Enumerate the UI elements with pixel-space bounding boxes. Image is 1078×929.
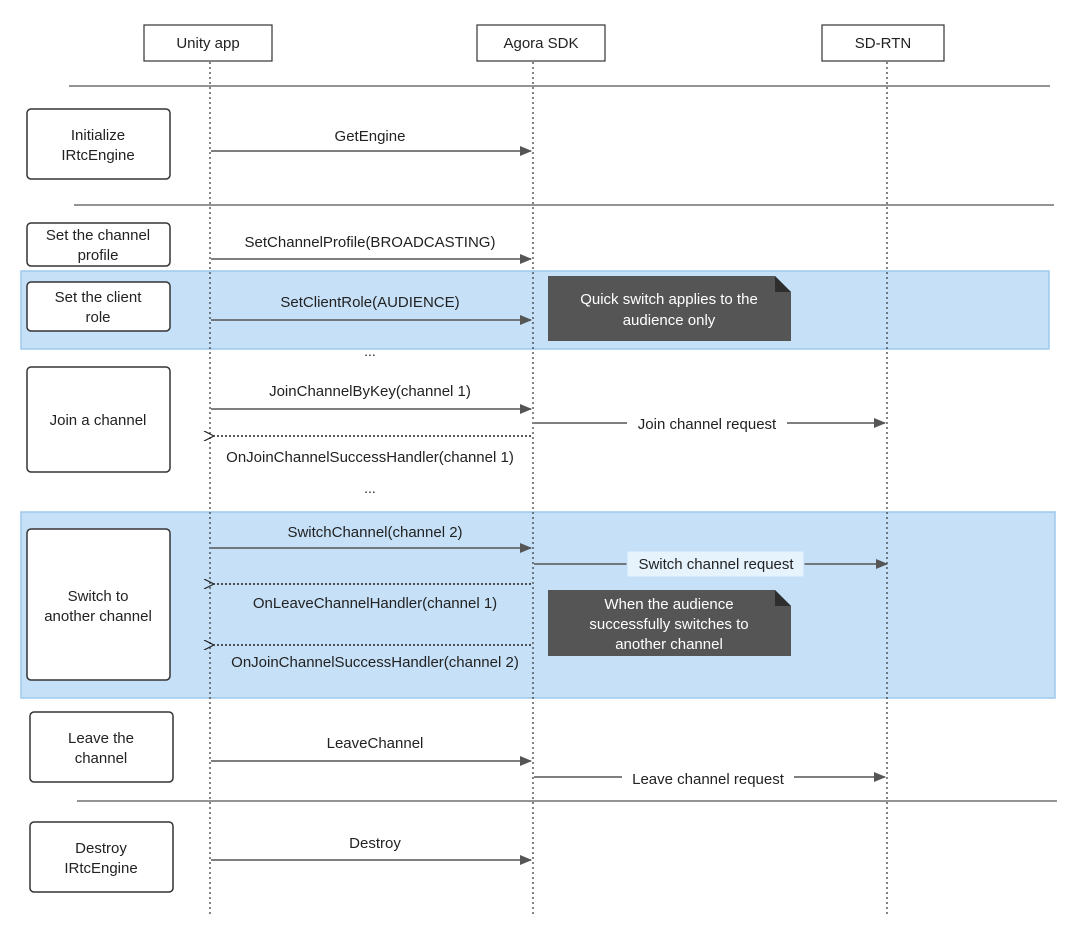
step-destroy: Destroy IRtcEngine <box>29 821 174 893</box>
message-label-join-channel-by-key: JoinChannelByKey(channel 1) <box>269 383 471 400</box>
note-text: successfully switches to <box>589 616 748 633</box>
message-label-switch-request: Switch channel request <box>638 556 794 573</box>
note-text: When the audience <box>604 596 733 613</box>
step-label: Switch to <box>68 588 129 605</box>
message-label-get-engine: GetEngine <box>335 128 406 145</box>
message-label-destroy: Destroy <box>349 835 401 852</box>
ellipsis-text: ... <box>364 480 376 496</box>
participant-label: SD-RTN <box>855 35 911 52</box>
step-join-channel: Join a channel <box>26 366 171 473</box>
step-set-client-role: Set the client role <box>26 281 171 332</box>
participant-agora-sdk: Agora SDK <box>476 24 606 62</box>
participant-unity-app: Unity app <box>143 24 273 62</box>
message-label-switch-channel: SwitchChannel(channel 2) <box>287 524 462 541</box>
message-label-set-client-role: SetClientRole(AUDIENCE) <box>280 294 459 311</box>
participant-label: Agora SDK <box>503 35 578 52</box>
step-label: channel <box>75 750 128 767</box>
label-background <box>626 550 805 578</box>
return-label-join-success-2: OnJoinChannelSuccessHandler(channel 2) <box>231 654 519 671</box>
label-background <box>622 768 794 788</box>
step-label: profile <box>78 247 119 264</box>
highlight-band-client-role <box>20 270 1050 350</box>
note-switched: When the audience successfully switches … <box>548 590 791 656</box>
step-label: IRtcEngine <box>61 147 134 164</box>
participant-sd-rtn: SD-RTN <box>821 24 945 62</box>
step-set-channel-profile: Set the channel profile <box>26 222 171 267</box>
step-label: Initialize <box>71 127 125 144</box>
step-label: Set the channel <box>46 227 150 244</box>
message-label-leave-request: Leave channel request <box>632 771 785 788</box>
ellipsis-text: ... <box>364 343 376 359</box>
note-text: Quick switch applies to the <box>580 291 758 308</box>
label-background <box>627 414 787 434</box>
step-initialize: Initialize IRtcEngine <box>26 108 171 180</box>
step-label: Join a channel <box>50 412 147 429</box>
step-label: IRtcEngine <box>64 860 137 877</box>
return-label-leave-handler: OnLeaveChannelHandler(channel 1) <box>253 595 497 612</box>
note-text: audience only <box>623 312 716 329</box>
message-label-leave-channel: LeaveChannel <box>327 735 424 752</box>
message-label-set-channel-profile: SetChannelProfile(BROADCASTING) <box>245 234 496 251</box>
step-label: Set the client <box>55 289 143 306</box>
note-quick-switch: Quick switch applies to the audience onl… <box>548 276 791 341</box>
message-label-join-request: Join channel request <box>638 416 777 433</box>
step-label: Destroy <box>75 840 127 857</box>
step-label: role <box>85 309 110 326</box>
participant-label: Unity app <box>176 35 239 52</box>
step-leave-channel: Leave the channel <box>29 711 174 783</box>
step-label: another channel <box>44 608 152 625</box>
note-text: another channel <box>615 636 723 653</box>
step-label: Leave the <box>68 730 134 747</box>
step-switch-channel: Switch to another channel <box>26 528 171 681</box>
highlight-band-switch-channel <box>20 511 1056 699</box>
return-label-join-success-1: OnJoinChannelSuccessHandler(channel 1) <box>226 449 514 466</box>
